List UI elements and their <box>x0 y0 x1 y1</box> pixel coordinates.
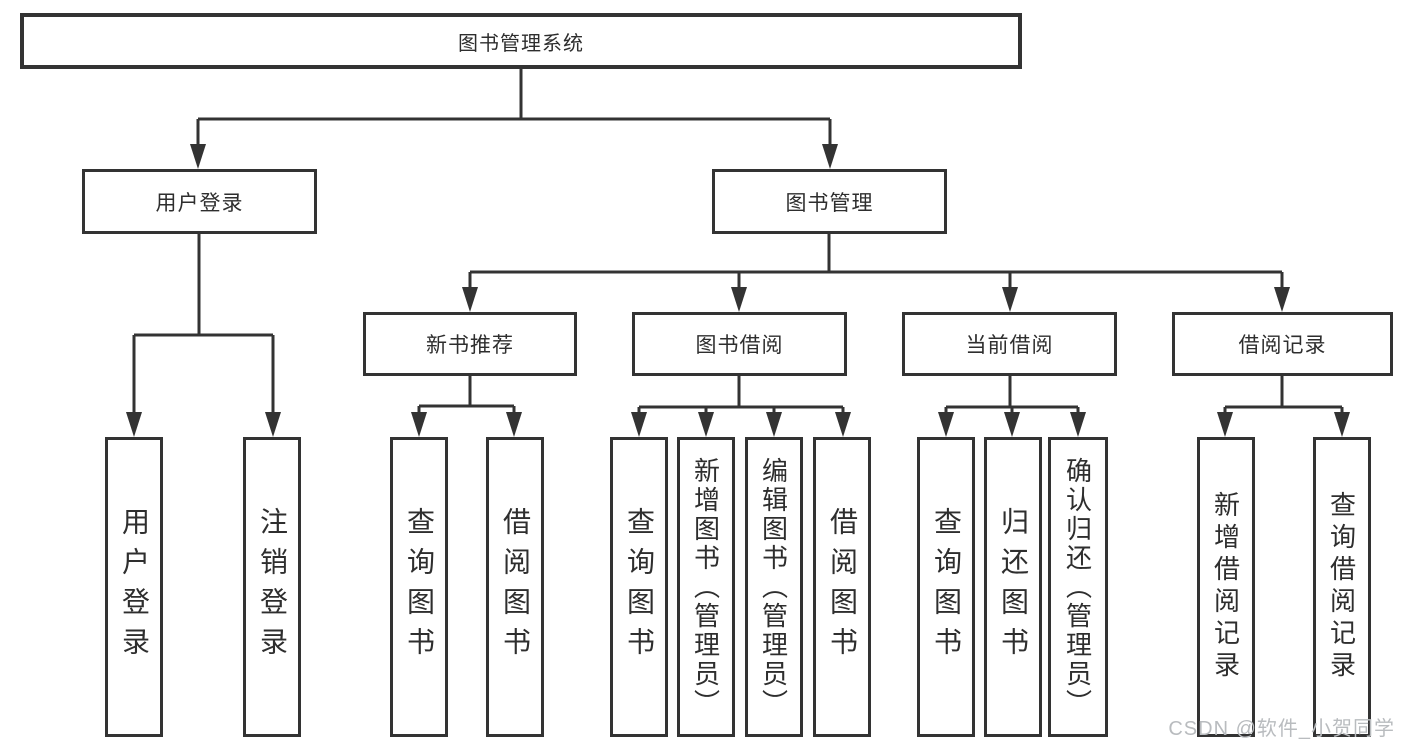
node-library-system: 图书管理系统 <box>20 13 1022 69</box>
node-book-borrow: 图书借阅 <box>632 312 847 376</box>
arrowhead-icon <box>506 412 522 437</box>
leaf-label: 查询图书 <box>624 507 655 667</box>
node-book-management: 图书管理 <box>712 169 947 234</box>
arrowhead-icon <box>1002 287 1018 312</box>
leaf-query-books: 查询图书 <box>390 437 448 737</box>
leaf-logout: 注销登录 <box>243 437 301 737</box>
connector-book-borrow-children <box>631 376 851 437</box>
leaf-label: 确认归还（管理员） <box>1062 456 1093 718</box>
leaf-label: 归还图书 <box>998 507 1029 667</box>
leaf-label: 用户登录 <box>119 507 150 667</box>
leaf-label: 查询借阅记录 <box>1326 491 1357 683</box>
connector-line <box>417 376 516 414</box>
arrowhead-icon <box>766 412 782 437</box>
arrowhead-icon <box>462 287 478 312</box>
arrowhead-icon <box>1274 287 1290 312</box>
connector-book-management-children <box>462 234 1290 312</box>
arrowhead-icon <box>698 412 714 437</box>
connector-root-to-level1 <box>190 69 838 169</box>
node-current-borrow: 当前借阅 <box>902 312 1117 376</box>
node-label: 图书管理系统 <box>458 32 584 55</box>
arrowhead-icon <box>1004 412 1020 437</box>
arrowhead-icon <box>1334 412 1350 437</box>
leaf-label: 注销登录 <box>257 507 288 667</box>
leaf-label: 借阅图书 <box>500 507 531 667</box>
leaf-borrow-books: 借阅图书 <box>813 437 871 737</box>
leaf-query-books: 查询图书 <box>917 437 975 737</box>
leaf-edit-books-admin: 编辑图书（管理员） <box>745 437 803 737</box>
node-label: 当前借阅 <box>965 334 1054 357</box>
node-label: 图书借阅 <box>695 334 784 357</box>
connector-borrow-records-children <box>1217 376 1350 437</box>
connector-line <box>1223 376 1344 414</box>
leaf-label: 新增借阅记录 <box>1210 491 1241 683</box>
arrowhead-icon <box>631 412 647 437</box>
node-user-login-branch: 用户登录 <box>82 169 317 234</box>
node-borrow-records: 借阅记录 <box>1172 312 1393 376</box>
connector-user-login-children <box>126 234 281 437</box>
leaf-return-books: 归还图书 <box>984 437 1042 737</box>
leaf-label: 查询图书 <box>404 507 435 667</box>
node-label: 借阅记录 <box>1238 334 1327 357</box>
arrowhead-icon <box>190 144 206 169</box>
node-label: 用户登录 <box>155 191 244 215</box>
leaf-user-login: 用户登录 <box>105 437 163 737</box>
leaf-add-borrow-record: 新增借阅记录 <box>1197 437 1255 737</box>
leaf-label: 新增图书（管理员） <box>690 456 721 718</box>
watermark: CSDN @软件_小贺同学 <box>1168 718 1395 740</box>
connector-line <box>468 234 1284 289</box>
connector-line <box>637 376 845 414</box>
arrowhead-icon <box>411 412 427 437</box>
connector-current-borrow-children <box>938 376 1086 437</box>
node-label: 图书管理 <box>785 191 874 215</box>
leaf-add-books-admin: 新增图书（管理员） <box>677 437 735 737</box>
arrowhead-icon <box>1217 412 1233 437</box>
arrowhead-icon <box>938 412 954 437</box>
leaf-query-borrow-record: 查询借阅记录 <box>1313 437 1371 737</box>
leaf-confirm-return-admin: 确认归还（管理员） <box>1048 437 1108 737</box>
arrowhead-icon <box>835 412 851 437</box>
node-label: 新书推荐 <box>426 334 514 357</box>
leaf-label: 借阅图书 <box>827 507 858 667</box>
arrowhead-icon <box>265 412 281 437</box>
arrowhead-icon <box>731 287 747 312</box>
connector-new-book-children <box>411 376 522 437</box>
leaf-label: 查询图书 <box>931 507 962 667</box>
arrowhead-icon <box>822 144 838 169</box>
leaf-query-books: 查询图书 <box>610 437 668 737</box>
node-new-book-recommend: 新书推荐 <box>363 312 577 376</box>
connector-line <box>132 234 275 414</box>
connector-line <box>944 376 1080 414</box>
arrowhead-icon <box>1070 412 1086 437</box>
connector-line <box>196 69 832 146</box>
leaf-label: 编辑图书（管理员） <box>758 456 789 718</box>
arrowhead-icon <box>126 412 142 437</box>
leaf-borrow-books: 借阅图书 <box>486 437 544 737</box>
